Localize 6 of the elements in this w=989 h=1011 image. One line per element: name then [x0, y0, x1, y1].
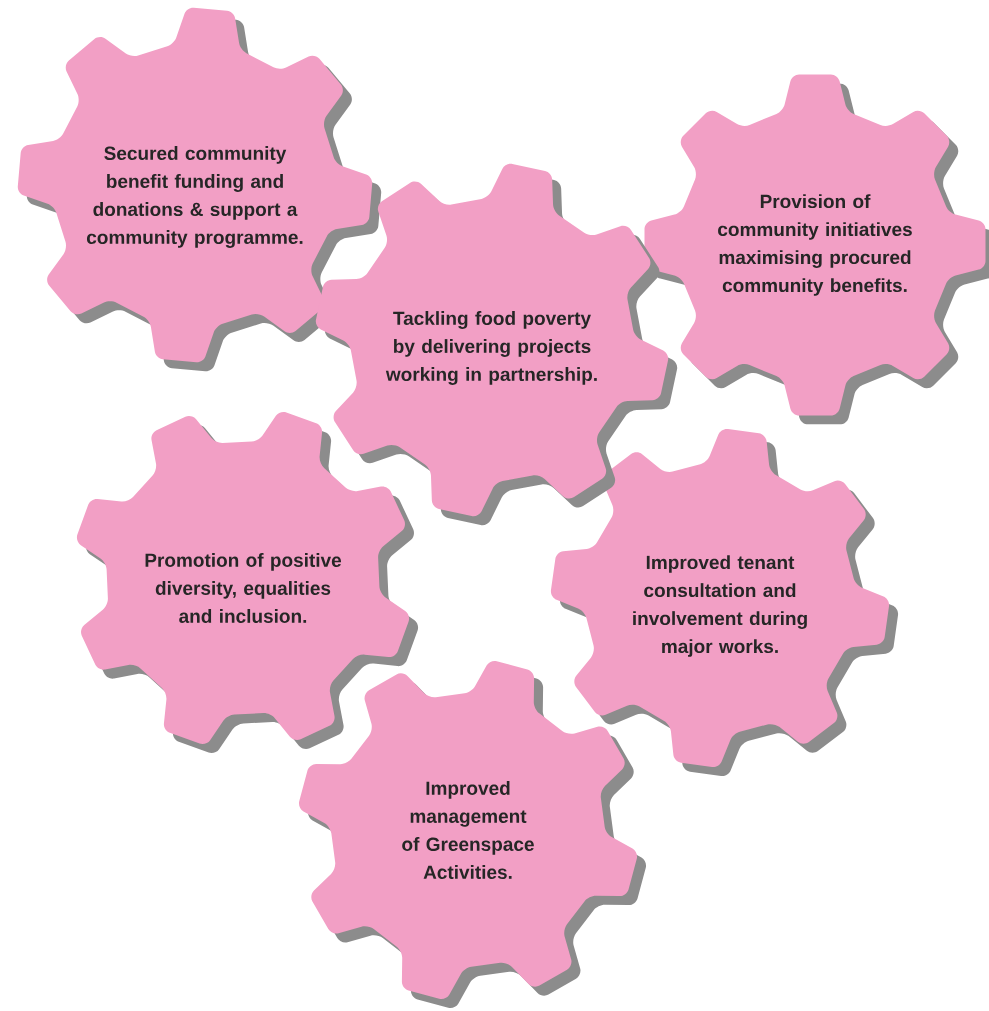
gear: Secured community benefit funding and donations & support a community programme. [17, 7, 382, 372]
gear: Improved tenant consultation and involvement during major works. [550, 428, 899, 777]
gear: Improved management of Greenspace Activities. [298, 660, 647, 1009]
gear: Tackling food poverty by delivering projects working in partnership. [315, 163, 678, 526]
gear: Promotion of positive diversity, equalities and inclusion. [76, 411, 419, 754]
gear: Provision of community initiatives maximising procured community benefits. [644, 74, 989, 425]
